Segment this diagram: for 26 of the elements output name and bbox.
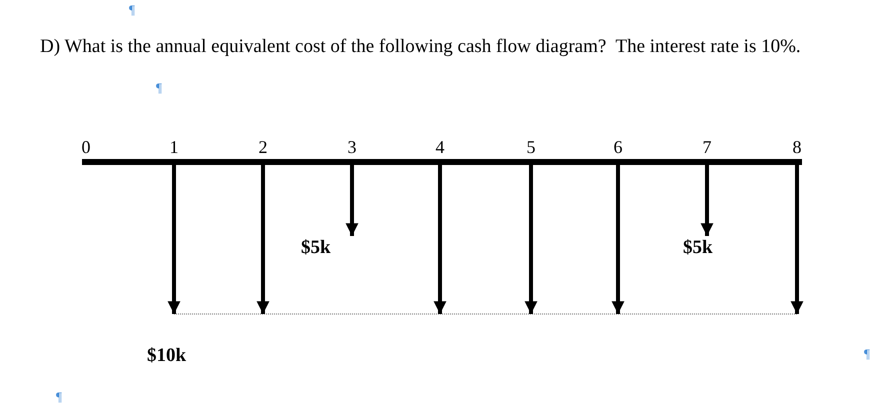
paragraph-mark: ¶ (129, 1, 135, 19)
arrow (612, 165, 624, 314)
arrow (434, 165, 446, 314)
arrow (790, 165, 804, 314)
arrow (524, 165, 538, 314)
question-text: D) What is the annual equivalent cost of the following cash flow diagram? The interest rate is 10%. (40, 36, 802, 58)
tick-number: 5 (526, 137, 536, 157)
tick-number: 0 (80, 137, 92, 157)
tick-number: 1 (168, 137, 180, 157)
timeline-bar (82, 159, 802, 165)
paragraph-mark: ¶ (864, 345, 870, 363)
arrow (168, 165, 180, 314)
amount-label: $5k (683, 236, 712, 260)
amount-label: $5k (301, 236, 357, 260)
paragraph-mark: ¶ (156, 79, 162, 97)
arrow (346, 165, 358, 236)
paragraph-mark: ¶ (56, 388, 62, 406)
tick-number: 4 (434, 137, 446, 157)
tick-number: 3 (346, 137, 358, 157)
arrow (700, 165, 714, 236)
tick-number: 6 (612, 137, 624, 157)
tick-number: 7 (702, 137, 712, 157)
tick-number: 2 (258, 137, 268, 157)
amount-label: $10k (147, 344, 186, 368)
arrow (256, 165, 270, 314)
tick-number: 8 (792, 137, 802, 157)
